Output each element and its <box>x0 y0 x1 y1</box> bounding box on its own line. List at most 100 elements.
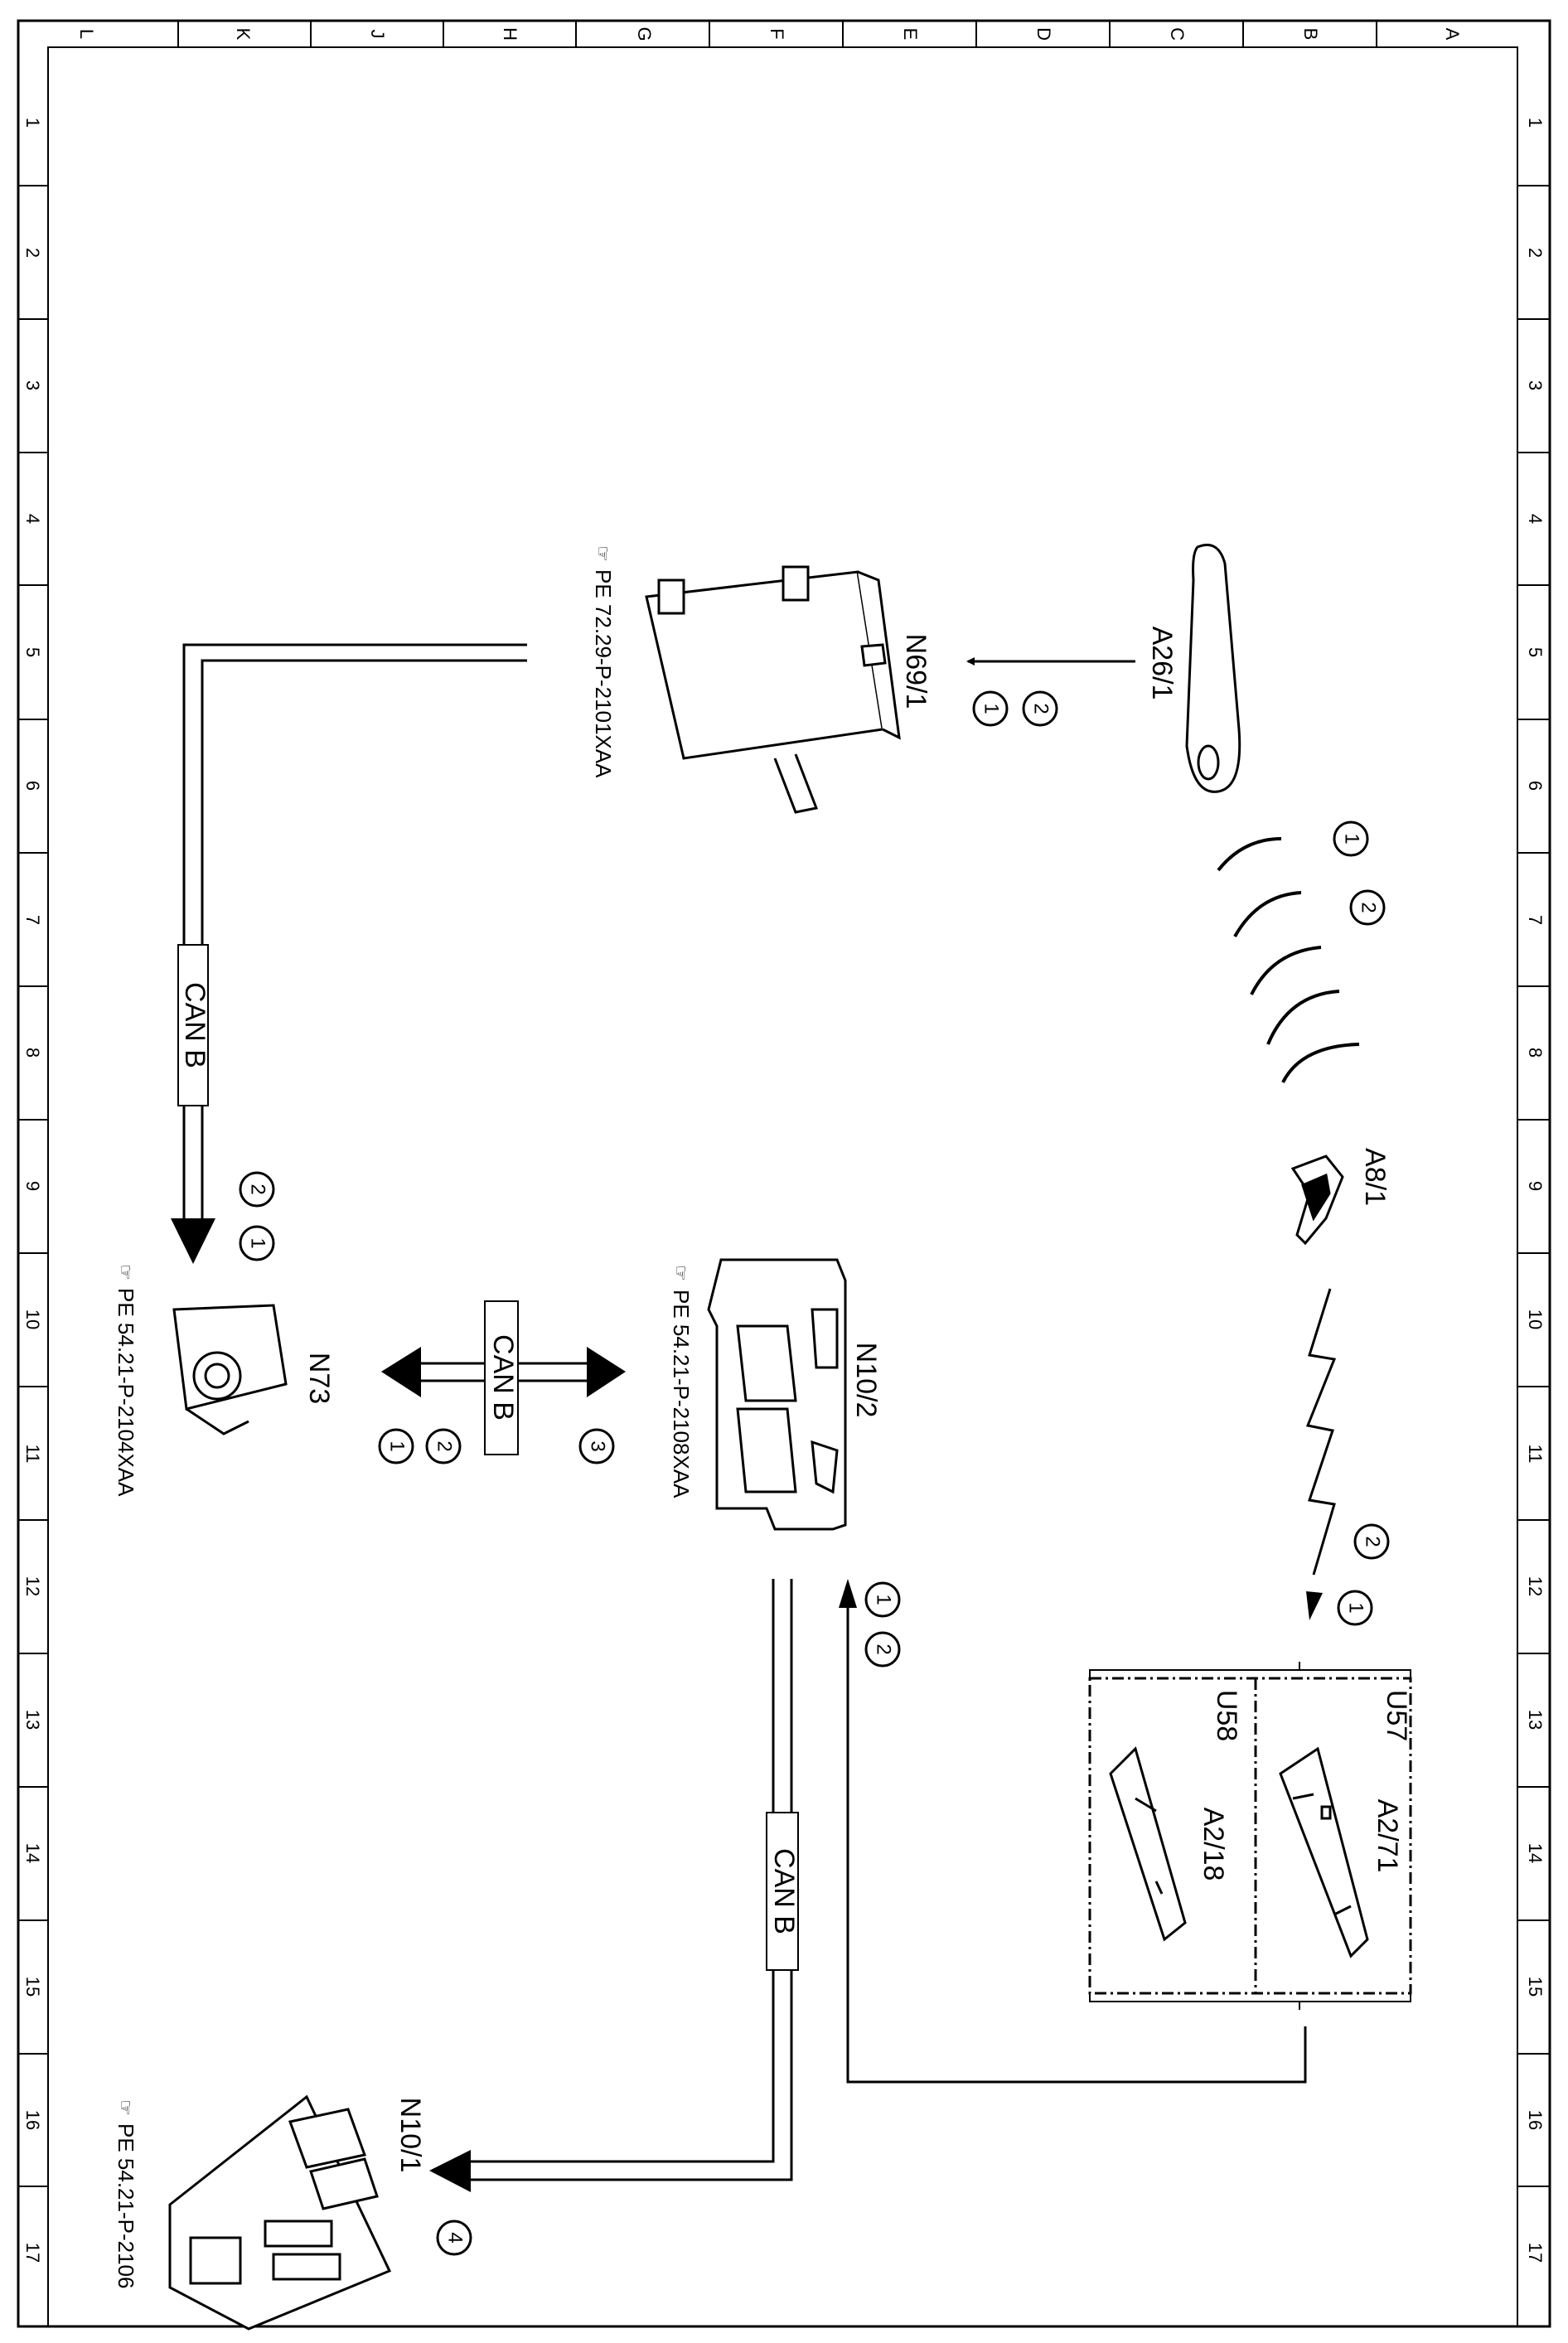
row-label: 2 <box>1525 248 1546 258</box>
key-fob-icon <box>1290 1155 1344 1246</box>
row-label: 17 <box>1525 2243 1546 2263</box>
group-bracket-top <box>1089 1662 1411 1678</box>
step-marker: 1 <box>1337 1590 1373 1626</box>
step-marker: 1 <box>864 1581 901 1618</box>
drawing-frame <box>17 19 1551 2328</box>
column-label: K <box>233 28 254 41</box>
column-label: H <box>500 27 520 41</box>
step-number: 2 <box>873 1643 895 1654</box>
module-n10-2-icon <box>707 1258 847 1531</box>
row-label: 12 <box>22 1576 43 1596</box>
book-icon: ☞ <box>670 1265 691 1281</box>
arrow-to-n73-left <box>381 1347 421 1397</box>
row-label: 16 <box>22 2110 43 2130</box>
label-u57: U57 <box>1381 1690 1412 1741</box>
row-label: 11 <box>1525 1445 1546 1464</box>
antenna-a2-18-icon <box>1109 1746 1187 1942</box>
row-label: 16 <box>1525 2110 1546 2130</box>
row-label: 15 <box>1525 1977 1546 1997</box>
step-marker: 1 <box>378 1428 414 1464</box>
step-number: 2 <box>247 1184 269 1194</box>
row-label: 3 <box>1525 380 1546 390</box>
line-u57-n10-2 <box>846 1600 1307 2084</box>
step-number: 1 <box>1341 833 1363 844</box>
row-label: 11 <box>22 1445 43 1464</box>
radio-waves <box>1217 837 1360 1083</box>
step-number: 1 <box>1345 1602 1367 1613</box>
label-a2-18: A2/18 <box>1198 1808 1229 1881</box>
column-labels: L K J H G F E D C B A <box>76 27 1463 41</box>
row-label: 9 <box>22 1181 43 1191</box>
step-marker: 2 <box>864 1631 901 1668</box>
step-marker: 1 <box>972 690 1009 727</box>
row-label: 6 <box>22 781 43 791</box>
row-label: 2 <box>22 248 43 258</box>
reference-text: PE 54.21-P-2108XAA <box>669 1290 694 1498</box>
reference-n69-1: ☞ PE 72.29-P-2101XAA <box>591 545 616 778</box>
row-label: 7 <box>1525 915 1546 925</box>
can-bus-text: CAN B <box>768 1848 800 1934</box>
step-number: 2 <box>433 1440 456 1451</box>
door-handle-icon <box>1185 544 1241 793</box>
step-number: 1 <box>980 703 1003 714</box>
label-a26-1: A26/1 <box>1146 627 1178 700</box>
row-label: 13 <box>1525 1710 1546 1730</box>
step-number: 2 <box>1362 1536 1384 1547</box>
can-bus-label-1: CAN B <box>177 944 211 1106</box>
book-icon: ☞ <box>593 545 613 562</box>
label-a2-71: A2/71 <box>1372 1799 1403 1873</box>
row-label: 9 <box>1525 1181 1546 1191</box>
can-bus-text: CAN B <box>487 1334 519 1421</box>
reference-n10-1: ☞ PE 54.21-P-2106 <box>114 2099 138 2288</box>
step-marker: 3 <box>578 1428 615 1464</box>
step-number: 3 <box>587 1440 609 1451</box>
book-icon: ☞ <box>115 2099 136 2116</box>
grid-ticks <box>18 21 1550 2187</box>
row-label: 17 <box>22 2243 43 2263</box>
column-label: B <box>1300 28 1321 41</box>
step-marker: 1 <box>1333 821 1369 857</box>
row-label: 14 <box>22 1843 43 1863</box>
label-n10-2: N10/2 <box>850 1343 882 1418</box>
row-label: 5 <box>22 647 43 657</box>
group-bracket-bottom <box>1089 1993 1411 2010</box>
label-n73: N73 <box>303 1353 335 1404</box>
unit-group-frame <box>1088 1677 1412 1995</box>
step-number: 2 <box>1357 902 1380 913</box>
column-label: G <box>634 27 655 41</box>
row-labels-right: 1 2 3 4 5 6 7 8 9 10 11 12 13 14 15 16 1… <box>1525 118 1546 2263</box>
step-number: 4 <box>444 2232 467 2243</box>
book-icon: ☞ <box>115 1264 136 1280</box>
column-label: F <box>767 28 787 39</box>
column-label: L <box>76 29 97 39</box>
module-n73-icon <box>172 1304 288 1435</box>
row-labels-left: 1 2 3 4 5 6 7 8 9 10 11 12 13 14 15 16 1… <box>22 118 43 2263</box>
row-label: 10 <box>1525 1309 1546 1329</box>
row-label: 14 <box>1525 1843 1546 1863</box>
step-number: 1 <box>386 1440 409 1451</box>
row-label: 13 <box>22 1710 43 1730</box>
column-label: C <box>1167 27 1188 41</box>
step-marker: 2 <box>1353 1523 1390 1560</box>
row-label: 4 <box>22 514 43 524</box>
arrow-to-n10-2-right <box>587 1347 626 1397</box>
step-number: 1 <box>247 1237 269 1248</box>
label-n69-1: N69/1 <box>900 634 932 709</box>
step-marker: 2 <box>425 1428 462 1464</box>
arrow-to-n73 <box>171 1218 215 1264</box>
lightning-arrowhead <box>1306 1591 1323 1620</box>
reference-n73: ☞ PE 54.21-P-2104XAA <box>114 1264 138 1497</box>
row-label: 8 <box>1525 1048 1546 1058</box>
module-n10-1-icon <box>168 2094 392 2331</box>
step-marker: 2 <box>239 1171 275 1208</box>
module-n69-1-icon <box>645 565 901 814</box>
row-label: 3 <box>22 380 43 390</box>
reference-text: PE 54.21-P-2106 <box>114 2123 138 2288</box>
step-marker: 2 <box>1022 690 1058 727</box>
row-label: 8 <box>22 1048 43 1058</box>
row-label: 12 <box>1525 1576 1546 1596</box>
row-label: 4 <box>1525 514 1546 524</box>
can-bus-label-2: CAN B <box>484 1300 519 1455</box>
column-label: A <box>1442 28 1463 41</box>
row-label: 5 <box>1525 647 1546 657</box>
